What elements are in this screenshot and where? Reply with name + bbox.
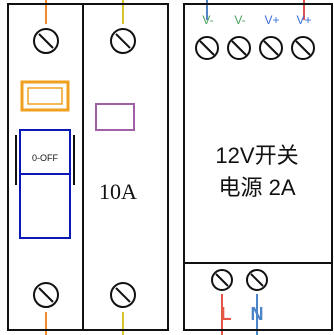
terminal-label-4: V+ (296, 13, 311, 27)
terminal-label-3: V+ (264, 13, 279, 27)
screw-icon (33, 28, 59, 54)
screw-icon (291, 36, 315, 60)
screw-icon (259, 36, 283, 60)
screw-icon (227, 36, 251, 60)
breaker-body (7, 3, 169, 331)
breaker-window (20, 80, 70, 112)
screw-icon (195, 36, 219, 60)
screw-icon (211, 269, 233, 291)
terminal-label-1: V- (202, 13, 213, 27)
terminal-label-2: V- (234, 13, 245, 27)
power-supply-body (183, 3, 333, 331)
screw-icon (110, 282, 136, 308)
input-label-n: N (251, 304, 264, 324)
breaker-window-inner (27, 87, 63, 105)
screw-icon (246, 269, 268, 291)
input-label-l: L (221, 304, 232, 324)
power-supply-title-line1: 12V开关 (215, 143, 298, 168)
screw-icon (33, 282, 59, 308)
power-supply-title-line2: 电源 2A (218, 175, 295, 200)
screw-icon (110, 28, 136, 54)
fuse-rating: 10A (99, 179, 137, 204)
fuse-indicator (95, 103, 135, 131)
switch-label: 0-OFF (32, 153, 59, 163)
switch-lever (19, 129, 71, 239)
